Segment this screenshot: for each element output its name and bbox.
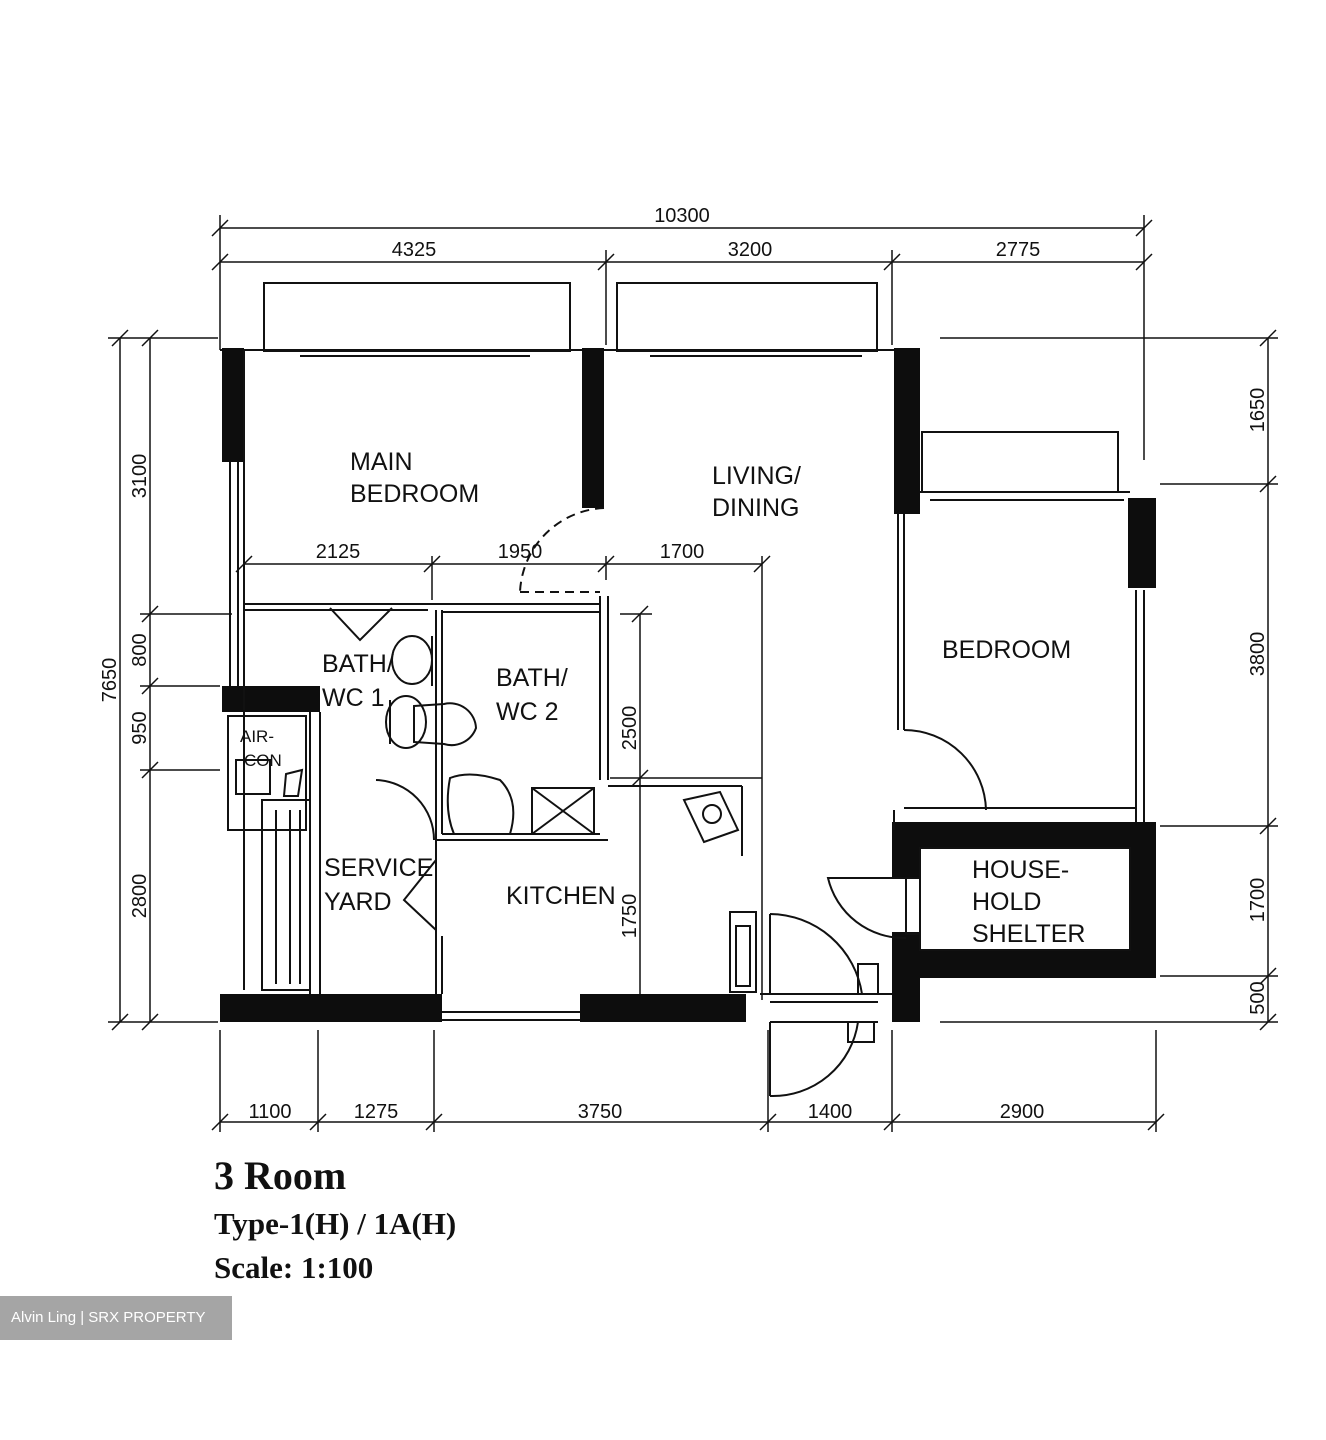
dim-left-overall: 7650 [99,658,121,703]
dim-left-1: 3100 [129,454,151,499]
watermark-badge: Alvin Ling | SRX PROPERTY [0,1296,232,1340]
doors [329,507,987,1098]
dim-inner-h-2: 1950 [498,541,543,563]
label-bedroom: BEDROOM [942,636,1071,664]
dim-right-4: 500 [1247,981,1269,1014]
window-ledges [220,282,1130,501]
label-air-con-line1: AIR- [240,727,274,746]
dim-bottom-4: 1400 [808,1101,853,1123]
label-bath-wc-2-line2: WC 2 [496,698,559,726]
dimension-labels: 10300 4325 3200 2775 1100 1275 3750 1400… [99,205,1269,1123]
label-living-dining-line1: LIVING/ [712,462,801,490]
dim-bottom-5: 2900 [1000,1101,1045,1123]
dim-right-3: 1700 [1247,878,1269,923]
plan-type: Type-1(H) / 1A(H) [214,1206,457,1241]
walls [220,348,1156,1023]
label-service-yard-line1: SERVICE [324,854,433,882]
plan-title-block: 3 Room Type-1(H) / 1A(H) Scale: 1:100 [214,1150,456,1290]
dim-top-2: 3200 [728,239,773,261]
dim-right-1: 1650 [1247,388,1269,433]
dim-left-2: 800 [129,633,151,666]
dimension-lines [108,215,1278,1132]
dim-inner-h-3: 1700 [660,541,705,563]
plan-title: 3 Room [214,1153,347,1198]
label-bath-wc-1-line2: WC 1 [322,684,385,712]
dim-top-1: 4325 [392,239,437,261]
dim-bottom-3: 3750 [578,1101,623,1123]
dim-overall-width: 10300 [654,205,710,227]
dim-top-3: 2775 [996,239,1041,261]
dim-inner-v-1: 2500 [619,706,641,751]
dim-left-4: 2800 [129,874,151,919]
dim-left-3: 950 [129,711,151,744]
label-household-shelter-line1: HOUSE- [972,856,1069,884]
label-household-shelter-line3: SHELTER [972,920,1085,948]
label-bath-wc-2-line1: BATH/ [496,664,568,692]
label-main-bedroom-line1: MAIN [350,448,413,476]
dim-inner-h-1: 2125 [316,541,361,563]
label-air-con-line2: CON [244,751,282,770]
label-living-dining-line2: DINING [712,494,800,522]
label-bath-wc-1-line1: BATH/ [322,650,394,678]
dim-bottom-1: 1100 [248,1101,291,1123]
label-kitchen: KITCHEN [506,882,616,910]
fixtures [227,635,1131,993]
dim-inner-v-2: 1750 [619,894,641,939]
room-labels: MAIN BEDROOM LIVING/ DINING BEDROOM BATH… [240,448,1085,948]
label-main-bedroom-line2: BEDROOM [350,480,479,508]
plan-scale: Scale: 1:100 [214,1250,374,1285]
label-service-yard-line2: YARD [324,888,392,916]
dim-right-2: 3800 [1247,632,1269,677]
label-household-shelter-line2: HOLD [972,888,1041,916]
dim-bottom-2: 1275 [354,1101,399,1123]
floor-plan: 10300 4325 3200 2775 1100 1275 3750 1400… [99,205,1278,1132]
